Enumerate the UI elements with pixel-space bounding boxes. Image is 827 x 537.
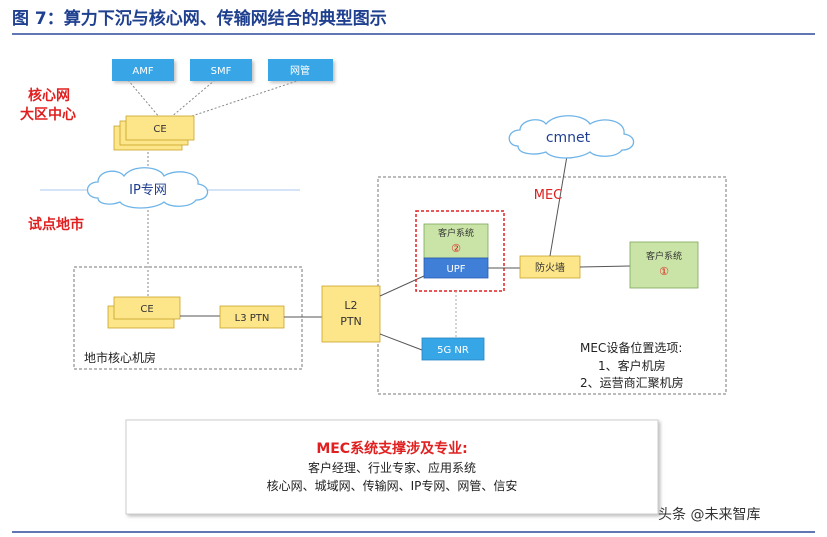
- watermark: 头条 @未来智库: [658, 506, 760, 523]
- city-region-label: 试点地市: [28, 216, 84, 233]
- nr-label: 5G NR: [437, 345, 469, 356]
- smf-label: SMF: [211, 66, 232, 77]
- mec-region-box: [377, 176, 727, 395]
- upf-highlight-box: [415, 210, 505, 292]
- link-firewall-customer: [579, 265, 631, 268]
- link-l2ptn-nr: [379, 333, 423, 351]
- support-box-line2: 核心网、城域网、传输网、IP专网、网管、信安: [267, 478, 518, 493]
- l3ptn-label: L3 PTN: [235, 313, 270, 324]
- mec-options-title: MEC设备位置选项:: [580, 340, 682, 355]
- link-amf-ce: [127, 79, 161, 119]
- link-nms-ce: [179, 79, 301, 121]
- marker-2: ②: [451, 242, 461, 255]
- support-box-line1: 客户经理、行业专家、应用系统: [308, 460, 476, 475]
- ip-network-label: IP专网: [129, 183, 167, 198]
- ip-network-cloud: [86, 167, 209, 209]
- ce-top-node: [113, 115, 195, 151]
- link-smf-ce: [169, 79, 216, 119]
- ce-top-label: CE: [153, 124, 166, 135]
- cmnet-label: cmnet: [546, 130, 591, 146]
- support-box: [125, 419, 659, 515]
- mec-label: MEC: [534, 188, 563, 203]
- amf-label: AMF: [132, 66, 153, 77]
- link-l2ptn-upf: [379, 275, 425, 297]
- smf-node: [190, 59, 252, 81]
- nms-label: 网管: [290, 64, 310, 77]
- customer-system-right-node: [629, 241, 699, 289]
- core-region-sublabel: 大区中心: [20, 106, 76, 123]
- firewall-label: 防火墙: [535, 261, 565, 274]
- nr-node: [421, 337, 485, 361]
- nms-node: [268, 59, 333, 81]
- ce-bottom-node: [107, 296, 181, 329]
- l2ptn-label-line2: PTN: [340, 315, 362, 328]
- support-box-title: MEC系统支撑涉及专业:: [316, 440, 467, 457]
- link-firewall-cmnet: [549, 149, 569, 257]
- l2ptn-node: [321, 285, 381, 343]
- mec-option-2: 2、运营商汇聚机房: [580, 375, 684, 390]
- customer-system-inner-node: [423, 223, 489, 259]
- figure-title: 图 7：算力下沉与核心网、传输网结合的典型图示: [12, 8, 387, 29]
- cmnet-cloud: [508, 115, 635, 159]
- l2ptn-label-line1: L2: [344, 299, 357, 312]
- city-core-room-label: 地市核心机房: [84, 350, 156, 365]
- ce-bottom-label: CE: [140, 304, 153, 315]
- core-region-label: 核心网: [28, 87, 70, 104]
- marker-1: ①: [659, 265, 669, 278]
- customer-system-inner-label: 客户系统: [438, 227, 474, 239]
- amf-node: [112, 59, 174, 81]
- upf-label: UPF: [446, 264, 465, 275]
- customer-system-right-label: 客户系统: [646, 250, 682, 262]
- mec-option-1: 1、客户机房: [598, 358, 666, 373]
